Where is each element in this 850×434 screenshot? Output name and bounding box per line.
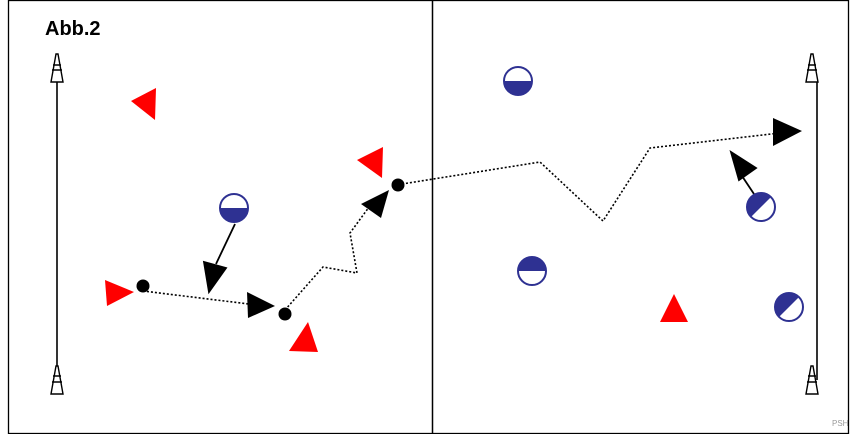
dotted-pass-arrow-icon bbox=[401, 132, 781, 223]
solid-run-arrow-icon bbox=[741, 175, 755, 195]
goals bbox=[50, 53, 819, 395]
field-left-half bbox=[7, 0, 434, 434]
balls bbox=[136, 178, 405, 321]
solid-run-arrow-icon bbox=[215, 223, 236, 265]
pass-arrowheads bbox=[247, 118, 802, 318]
red-triangle-icon bbox=[289, 322, 318, 352]
goal-cone-icon bbox=[805, 53, 819, 83]
red-triangle-icon bbox=[105, 280, 134, 306]
field-lines bbox=[7, 0, 850, 434]
figure-label: Abb.2 bbox=[45, 18, 101, 40]
arrowhead-icon bbox=[729, 149, 758, 182]
arrowhead-icon bbox=[202, 260, 228, 295]
arrowhead-icon bbox=[361, 190, 389, 218]
blue-half-circle-icon bbox=[517, 256, 547, 286]
blue-half-circle-icon bbox=[219, 193, 249, 223]
pass-paths bbox=[142, 132, 781, 311]
ball-icon bbox=[391, 178, 405, 192]
red-triangle-icon bbox=[660, 294, 688, 322]
arrowhead-icon bbox=[247, 292, 275, 318]
goal-cone-icon bbox=[50, 365, 64, 395]
blue-half-circle-icon bbox=[503, 66, 533, 96]
defenders bbox=[219, 66, 804, 322]
run-arrows bbox=[202, 149, 758, 295]
attackers bbox=[105, 88, 688, 352]
blue-half-circle-icon bbox=[774, 292, 804, 322]
field-right-half bbox=[431, 0, 850, 434]
ball-icon bbox=[278, 307, 292, 321]
arrowhead-icon bbox=[773, 118, 802, 146]
red-triangle-icon bbox=[131, 88, 156, 120]
goal-cone-icon bbox=[50, 53, 64, 83]
goal-cone-icon bbox=[805, 365, 819, 395]
dotted-dribble-path bbox=[284, 202, 373, 311]
ball-icon bbox=[136, 279, 150, 293]
red-triangle-icon bbox=[357, 147, 383, 178]
blue-half-circle-icon bbox=[746, 192, 776, 222]
dotted-pass-arrow-icon bbox=[142, 290, 258, 306]
credit-text: PSH bbox=[832, 419, 849, 428]
